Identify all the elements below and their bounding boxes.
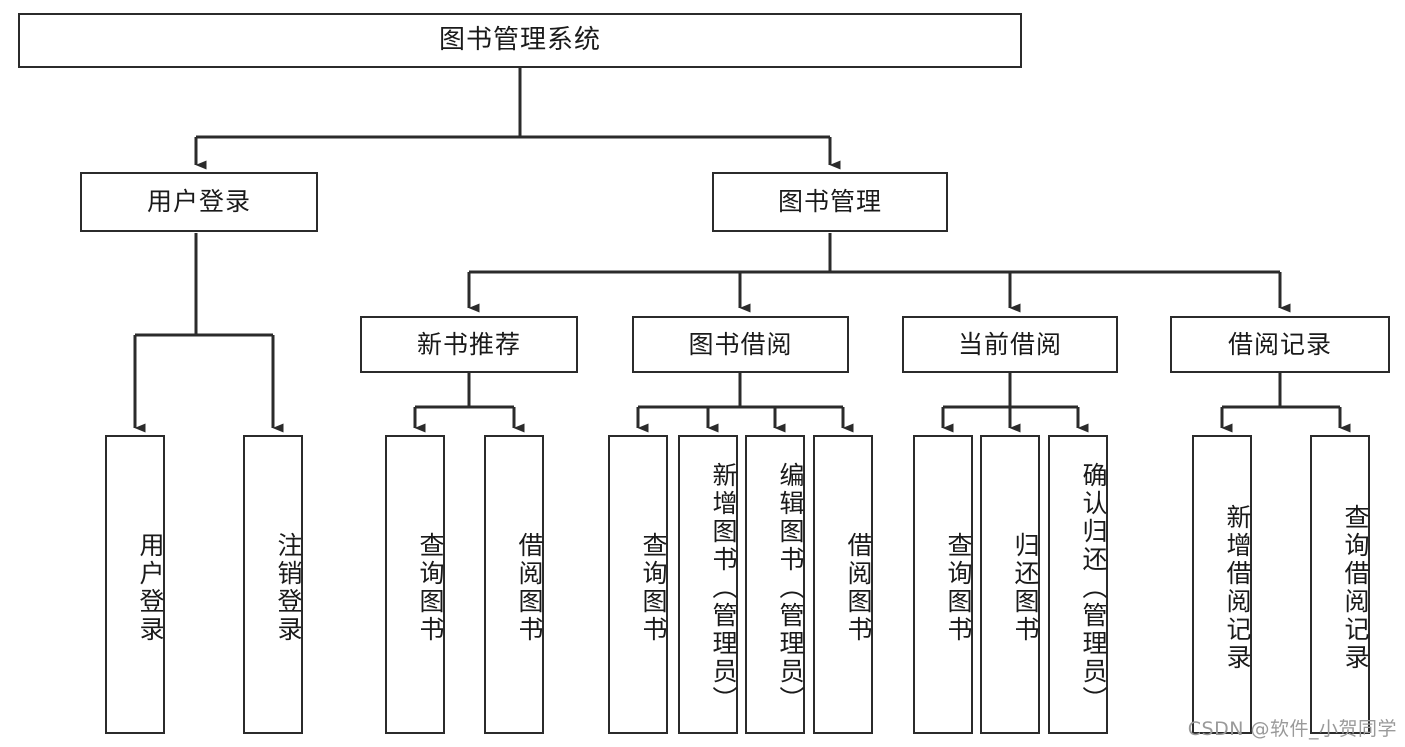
leaf-label: 编辑图书（管理员） (776, 461, 805, 714)
leaf-add-book-admin[interactable]: 新增图书（管理员） (678, 435, 738, 734)
leaf-borrow-book-new-recommend[interactable]: 借阅图书 (484, 435, 544, 734)
csdn-watermark: CSDN @软件_小贺同学 (1187, 718, 1397, 740)
leaf-query-book-borrow[interactable]: 查询图书 (608, 435, 668, 734)
leaf-label: 查询图书 (639, 531, 668, 644)
leaf-label: 借阅图书 (844, 531, 873, 644)
node-book-borrow[interactable]: 图书借阅 (632, 316, 849, 373)
leaf-label: 借阅图书 (515, 531, 544, 644)
leaf-label: 新增图书（管理员） (709, 461, 738, 714)
leaf-borrow-book[interactable]: 借阅图书 (813, 435, 873, 734)
leaf-label: 查询图书 (416, 531, 445, 644)
leaf-label: 注销登录 (274, 531, 303, 644)
leaf-label: 查询借阅记录 (1341, 503, 1370, 672)
leaf-label: 确认归还（管理员） (1079, 461, 1108, 714)
leaf-edit-book-admin[interactable]: 编辑图书（管理员） (745, 435, 805, 734)
leaf-label: 归还图书 (1011, 531, 1040, 644)
node-root-library-system[interactable]: 图书管理系统 (18, 13, 1022, 68)
leaf-confirm-return-admin[interactable]: 确认归还（管理员） (1048, 435, 1108, 734)
leaf-label: 查询图书 (944, 531, 973, 644)
leaf-return-book[interactable]: 归还图书 (980, 435, 1040, 734)
leaf-query-book-current[interactable]: 查询图书 (913, 435, 973, 734)
leaf-add-borrow-record[interactable]: 新增借阅记录 (1192, 435, 1252, 734)
node-new-book-recommend[interactable]: 新书推荐 (360, 316, 578, 373)
leaf-logout[interactable]: 注销登录 (243, 435, 303, 734)
node-book-management[interactable]: 图书管理 (712, 172, 948, 232)
node-borrow-record[interactable]: 借阅记录 (1170, 316, 1390, 373)
leaf-query-book-new-recommend[interactable]: 查询图书 (385, 435, 445, 734)
node-user-login[interactable]: 用户登录 (80, 172, 318, 232)
leaf-query-borrow-record[interactable]: 查询借阅记录 (1310, 435, 1370, 734)
node-current-borrow[interactable]: 当前借阅 (902, 316, 1118, 373)
leaf-user-login[interactable]: 用户登录 (105, 435, 165, 734)
leaf-label: 新增借阅记录 (1223, 503, 1252, 672)
leaf-label: 用户登录 (136, 531, 165, 644)
